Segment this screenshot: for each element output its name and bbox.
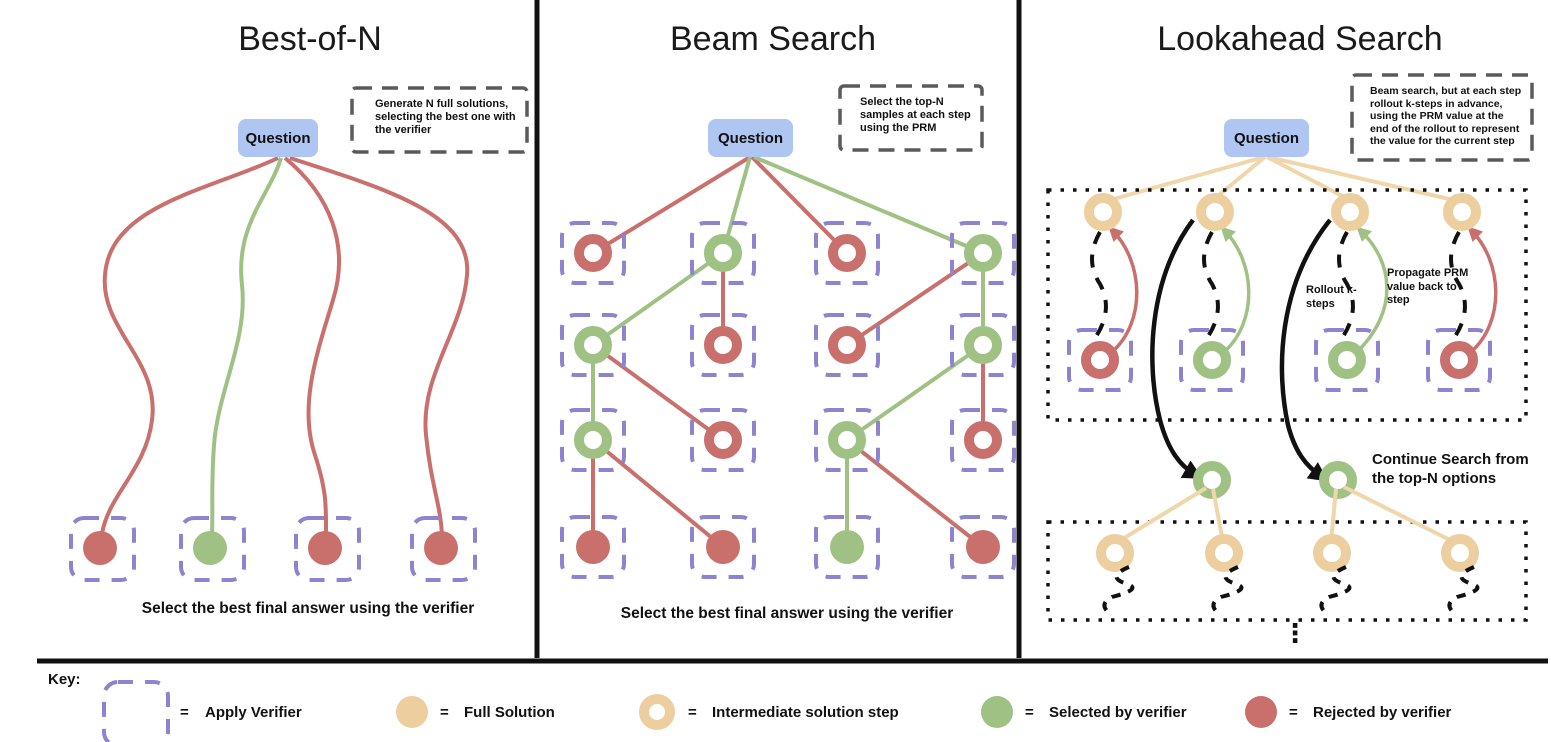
final-answer-rejected (308, 531, 342, 565)
rollout-node-rejected (1440, 341, 1478, 379)
beam-final-answers (576, 530, 1000, 564)
beam-nodes (574, 234, 1002, 459)
step-node-intermediate (1313, 534, 1351, 572)
key-equals: = (1289, 704, 1298, 721)
panel-title-best-of-n: Best-of-N (238, 20, 382, 58)
continue-black-arrows (1150, 218, 1332, 482)
solution-path-selected (210, 157, 283, 535)
ellipsis: ⋮ (1282, 618, 1308, 648)
annotation-box-best-of-n (350, 86, 529, 154)
question-label: Question (717, 129, 783, 147)
lookahead-rollout-box (1046, 188, 1528, 422)
key-title: Key: (48, 671, 81, 688)
key-full-solution-circle (396, 696, 428, 728)
key-equals: = (180, 704, 189, 721)
solution-path-rejected (100, 156, 279, 535)
annotation-beam: Select the top-N samples at each step us… (860, 96, 971, 134)
final-answer-rejected (966, 530, 1000, 564)
step-node-selected (964, 234, 1002, 272)
step-node-intermediate (1441, 534, 1479, 572)
final-answer-selected (830, 530, 864, 564)
key-label-full-solution: Full Solution (464, 704, 555, 721)
next-step-nodes (1096, 534, 1479, 572)
caption-beam: Select the best final answer using the v… (620, 605, 954, 622)
key-rejected-circle (1245, 696, 1277, 728)
rollout-node-rejected (1081, 341, 1119, 379)
solution-path-rejected (283, 156, 341, 535)
step-node-selected (828, 421, 866, 459)
caption-best-of-n: Select the best final answer using the v… (141, 600, 475, 617)
key-apply-verifier-box (102, 680, 170, 742)
annotation-best-of-n: Generate N full solutions, selecting the… (375, 98, 516, 136)
key-label-intermediate-step: Intermediate solution step (712, 704, 899, 721)
panel-title-beam: Beam Search (670, 20, 876, 58)
question-box-beam: Question (708, 119, 793, 157)
final-answer-selected (193, 531, 227, 565)
best-of-n-curves (100, 156, 470, 535)
continue-nodes (1193, 461, 1357, 499)
step-node-selected (574, 326, 612, 364)
lookahead-fan-edges (1102, 155, 1463, 204)
final-answer-rejected (706, 530, 740, 564)
annotation-box-lookahead (1350, 73, 1534, 162)
key-equals: = (1025, 704, 1034, 721)
step-node-selected (574, 421, 612, 459)
final-answer-rejected (83, 531, 117, 565)
rollout-node-selected (1328, 341, 1366, 379)
key-symbols (102, 680, 1277, 742)
step-node-rejected (964, 421, 1002, 459)
panel-title-lookahead: Lookahead Search (1157, 20, 1443, 58)
key-label-selected: Selected by verifier (1049, 704, 1187, 721)
step-node-intermediate (1443, 193, 1481, 231)
key-equals: = (440, 704, 449, 721)
key-equals: = (688, 704, 697, 721)
annotation-box-beam (838, 84, 984, 152)
rollout-label: Rollout k-steps (1306, 284, 1357, 310)
rollout-dashed-paths (1090, 231, 1467, 340)
step-node-intermediate (1196, 193, 1234, 231)
continue-search-label: Continue Search from the top-N options (1372, 451, 1529, 487)
question-label: Question (1233, 129, 1299, 147)
rollout-node-selected (1193, 341, 1231, 379)
step-node-intermediate (1084, 193, 1122, 231)
lookahead-rollout-results (1081, 341, 1478, 379)
step-node-rejected (704, 326, 742, 364)
lookahead-verifier-boxes (1067, 328, 1492, 392)
key-label-apply-verifier: Apply Verifier (205, 704, 302, 721)
annotation-lookahead: Beam search, but at each step rollout k-… (1370, 85, 1522, 147)
propagate-arrows (1108, 226, 1498, 354)
step-node-selected (964, 326, 1002, 364)
step-node-rejected (828, 234, 866, 272)
key-label-rejected: Rejected by verifier (1313, 704, 1452, 721)
best-of-n-verifier-boxes (69, 516, 477, 582)
step-node-selected (704, 234, 742, 272)
beam-edges (591, 155, 985, 549)
step-node-rejected (574, 234, 612, 272)
lookahead-top-steps (1084, 193, 1481, 231)
step-node-intermediate (1205, 534, 1243, 572)
next-step-squiggles (1102, 565, 1480, 613)
best-of-n-final-answers (83, 531, 458, 565)
step-node-rejected (704, 421, 742, 459)
step-node-intermediate (1331, 193, 1369, 231)
propagate-label: Propagate PRM value back to step (1387, 267, 1469, 306)
final-answer-rejected (424, 531, 458, 565)
step-node-rejected (828, 326, 866, 364)
question-label: Question (245, 129, 311, 147)
step-node-intermediate (1096, 534, 1134, 572)
question-box-best-of-n: Question (238, 119, 318, 157)
key-intermediate-step-ring (639, 694, 675, 730)
next-step-edges (1114, 485, 1459, 546)
question-box-lookahead: Question (1224, 119, 1309, 157)
lookahead-next-step-box (1046, 520, 1528, 622)
solution-path-rejected (289, 156, 470, 535)
final-answer-rejected (576, 530, 610, 564)
key-selected-circle (981, 696, 1013, 728)
